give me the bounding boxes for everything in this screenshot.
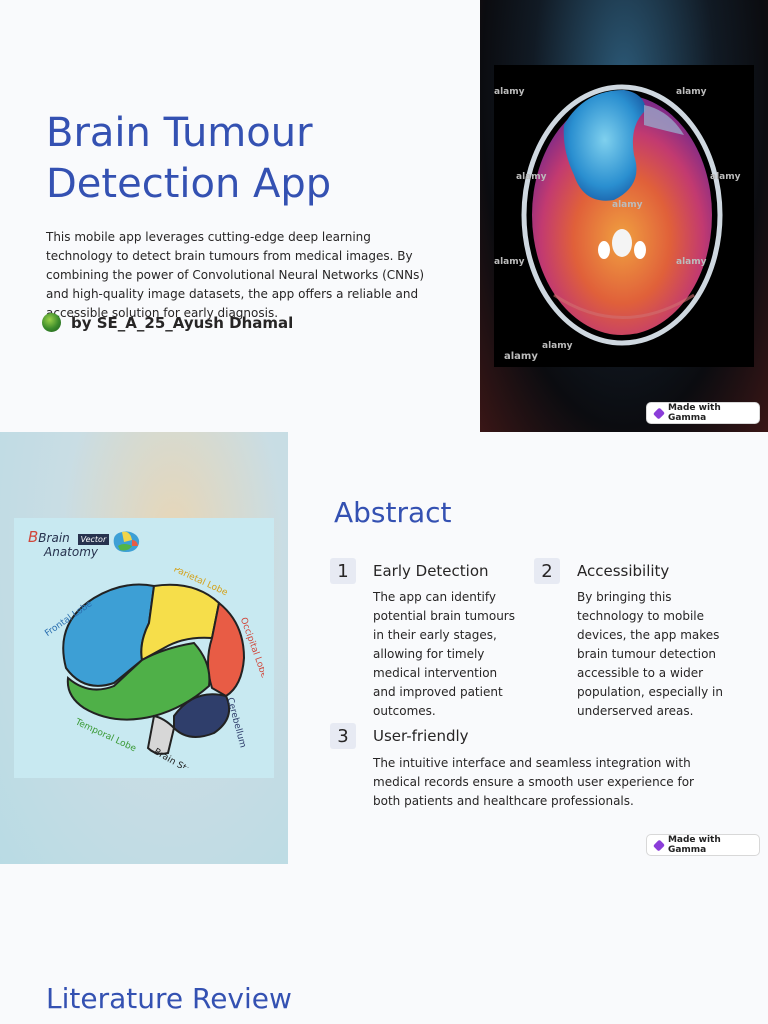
- literature-title: Literature Review: [46, 982, 292, 1015]
- watermark: alamy: [612, 200, 643, 210]
- item-text-accessibility: By bringing this technology to mobile de…: [577, 590, 723, 718]
- watermark: alamy: [710, 172, 741, 182]
- mri-scan-image: alamy alamy alamy alamy alamy alamy alam…: [494, 65, 754, 367]
- made-with-gamma-badge[interactable]: Made with Gamma: [646, 834, 760, 856]
- brain-heading-line2: Anatomy: [44, 545, 99, 559]
- item-title-user-friendly: User-friendly: [373, 727, 469, 745]
- badge-label: Made with Gamma: [667, 403, 721, 423]
- brain-heading: BBrain Vector: [28, 528, 110, 546]
- mri-image-panel: alamy alamy alamy alamy alamy alamy alam…: [480, 0, 768, 432]
- brain-anatomy-image: BBrain Vector Anatomy Frontal Lobe Parie…: [14, 518, 274, 778]
- brain-anatomy-panel: BBrain Vector Anatomy Frontal Lobe Parie…: [0, 432, 288, 864]
- item-text-user-friendly: The intuitive interface and seamless int…: [373, 756, 694, 808]
- title-slide: Brain Tumour Detection App This mobile a…: [0, 0, 768, 432]
- brain-lobes-diagram: Frontal Lobe Parietal Lobe Occipital Lob…: [44, 568, 264, 768]
- mri-brain-illustration: [521, 84, 723, 346]
- item-text-early-detection: The app can identify potential brain tum…: [373, 590, 515, 718]
- item-title-accessibility: Accessibility: [577, 562, 670, 580]
- intro-paragraph: This mobile app leverages cutting-edge d…: [46, 230, 425, 320]
- literature-slide: Literature Review: [0, 864, 768, 1024]
- brain-heading-line1: Brain: [38, 531, 70, 545]
- abstract-title: Abstract: [334, 496, 452, 529]
- avatar: [42, 313, 61, 332]
- lobe-label: Cerebellum: [225, 697, 248, 749]
- abstract-slide: BBrain Vector Anatomy Frontal Lobe Parie…: [0, 432, 768, 864]
- lobe-label: Brain Stem: [152, 747, 200, 768]
- author-byline: by SE_A_25_Ayush Dhamal: [42, 313, 293, 332]
- made-with-gamma-badge[interactable]: Made with Gamma: [646, 402, 760, 424]
- watermark: alamy: [676, 87, 707, 97]
- brain-logo-icon: [113, 531, 140, 552]
- watermark: alamy: [542, 341, 573, 351]
- watermark: alamy: [504, 351, 538, 362]
- watermark: alamy: [494, 257, 525, 267]
- gamma-logo-icon: [652, 839, 665, 851]
- item-number: 1: [330, 558, 356, 584]
- item-number: 2: [534, 558, 560, 584]
- watermark: alamy: [676, 257, 707, 267]
- item-number: 3: [330, 723, 356, 749]
- badge-label: Made with Gamma: [667, 835, 721, 855]
- item-title-early-detection: Early Detection: [373, 562, 489, 580]
- gamma-logo-icon: [652, 407, 665, 419]
- page-title: Brain Tumour Detection App: [46, 110, 332, 207]
- watermark: alamy: [494, 87, 525, 97]
- watermark: alamy: [516, 172, 547, 182]
- lobe-label: Temporal Lobe: [73, 717, 138, 754]
- vector-badge: Vector: [77, 534, 110, 545]
- author-name: by SE_A_25_Ayush Dhamal: [71, 313, 294, 332]
